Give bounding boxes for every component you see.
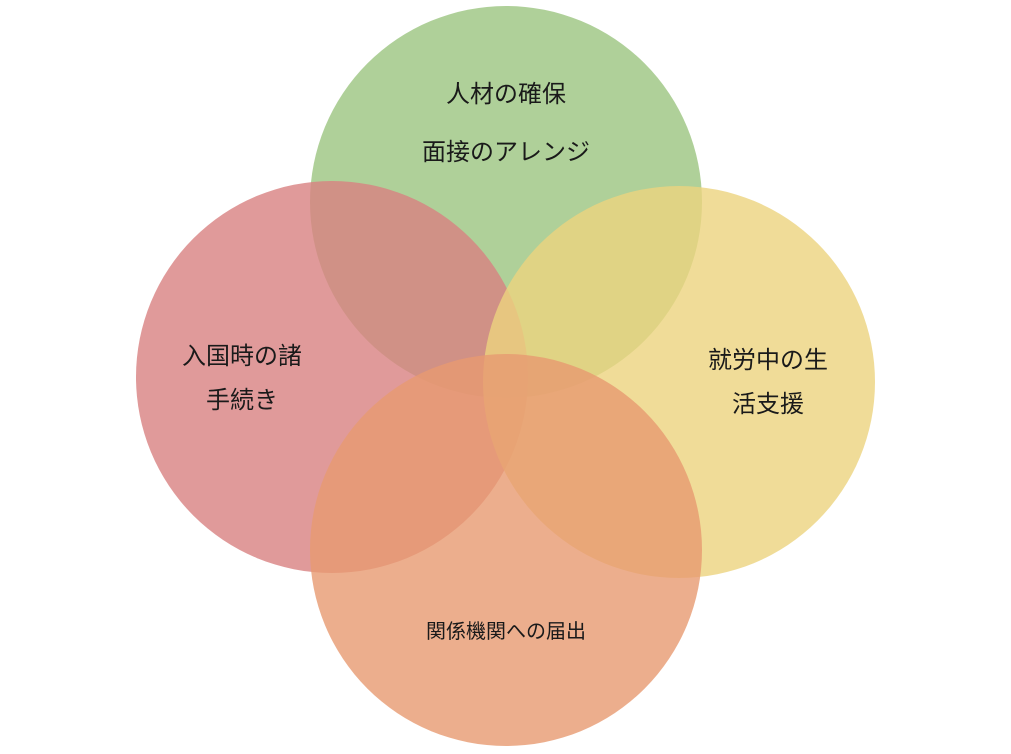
recruitment-label-line2: 面接のアレンジ xyxy=(422,138,590,166)
living-support-label-line1: 就労中の生 xyxy=(708,346,828,374)
immigration-label-line1: 入国時の諸 xyxy=(182,342,302,370)
circle-notification xyxy=(310,354,702,746)
living-support-label-line2: 活支援 xyxy=(732,390,804,418)
recruitment-label-line1: 人材の確保 xyxy=(446,80,566,108)
notification-label: 関係機関への届出 xyxy=(426,619,586,643)
immigration-label-line2: 手続き xyxy=(206,386,278,414)
